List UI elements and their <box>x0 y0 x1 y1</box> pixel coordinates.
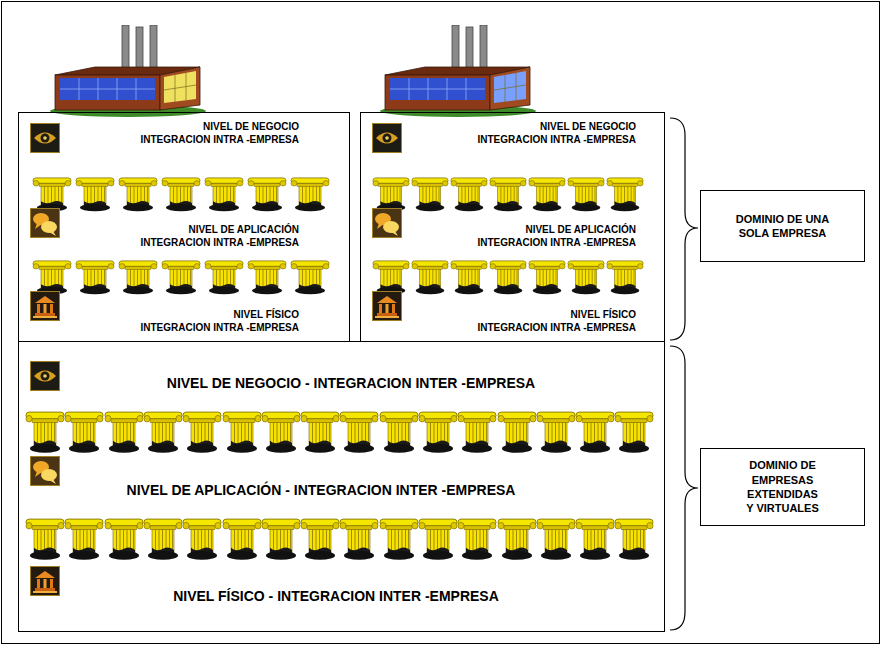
level-label: NIVEL DE NEGOCIO INTEGRACION INTRA -EMPR… <box>140 120 299 146</box>
column-symbol <box>458 412 496 453</box>
column-symbol <box>373 261 409 294</box>
column-symbol <box>373 178 409 211</box>
column-symbol <box>490 261 526 294</box>
physical-icon <box>31 292 60 321</box>
column-symbol <box>33 261 71 294</box>
domain-label: DOMINIO DE UNA SOLA EMPRESA <box>736 212 830 241</box>
column-row <box>33 178 329 211</box>
application-icon <box>31 209 60 238</box>
enterprise-panel: NIVEL DE NEGOCIO INTEGRACION INTRA -EMPR… <box>360 112 665 342</box>
column-symbol <box>380 519 418 560</box>
column-symbol <box>576 519 614 560</box>
application-icon <box>31 457 60 486</box>
physical-icon <box>373 292 402 321</box>
brace <box>670 118 698 340</box>
column-symbol <box>291 261 329 294</box>
level-label: NIVEL DE NEGOCIO INTEGRACION INTRA -EMPR… <box>477 120 636 146</box>
domain-box: DOMINIO DE EMPRESAS EXTENDIDAS Y VIRTUAL… <box>700 448 865 526</box>
column-symbol <box>183 412 221 453</box>
column-symbol <box>458 519 496 560</box>
column-row <box>26 519 653 560</box>
column-symbol <box>65 412 103 453</box>
column-symbol <box>262 412 300 453</box>
column-symbol <box>301 412 339 453</box>
business-icon <box>31 124 60 153</box>
level-label: NIVEL FÍSICO INTEGRACION INTRA -EMPRESA <box>477 308 636 334</box>
column-symbol <box>419 519 457 560</box>
column-symbol <box>537 519 575 560</box>
column-symbol <box>412 261 448 294</box>
column-symbol <box>65 519 103 560</box>
column-row <box>373 261 643 294</box>
enterprise-panel: NIVEL DE NEGOCIO INTEGRACION INTRA -EMPR… <box>18 112 350 342</box>
column-symbol <box>33 178 71 211</box>
column-symbol <box>248 261 286 294</box>
level-label: NIVEL DE APLICACIÓN INTEGRACION INTRA -E… <box>477 223 636 249</box>
column-row <box>26 412 653 453</box>
level-label: NIVEL DE NEGOCIO - INTEGRACION INTER -EM… <box>167 374 535 392</box>
column-symbol <box>183 519 221 560</box>
column-symbol <box>529 261 565 294</box>
factory-icon <box>50 25 206 117</box>
domain-label: DOMINIO DE EMPRESAS EXTENDIDAS Y VIRTUAL… <box>746 458 819 515</box>
column-symbol <box>412 178 448 211</box>
column-symbol <box>262 519 300 560</box>
column-symbol <box>607 178 643 211</box>
column-symbol <box>451 178 487 211</box>
level-label: NIVEL DE APLICACIÓN - INTEGRACION INTER … <box>127 481 516 499</box>
factory-icon <box>380 25 536 117</box>
column-symbol <box>380 412 418 453</box>
column-symbol <box>119 178 157 211</box>
inter-enterprise-panel: NIVEL DE NEGOCIO - INTEGRACION INTER -EM… <box>18 341 665 632</box>
column-symbol <box>615 519 653 560</box>
column-row <box>373 178 643 211</box>
business-icon <box>373 124 402 153</box>
column-symbol <box>615 412 653 453</box>
column-symbol <box>537 412 575 453</box>
domain-box: DOMINIO DE UNA SOLA EMPRESA <box>700 190 865 262</box>
column-row <box>33 261 329 294</box>
column-symbol <box>76 178 114 211</box>
business-icon <box>31 362 60 391</box>
column-symbol <box>162 178 200 211</box>
column-symbol <box>490 178 526 211</box>
column-symbol <box>568 178 604 211</box>
level-label: NIVEL DE APLICACIÓN INTEGRACION INTRA -E… <box>140 223 299 249</box>
level-label: NIVEL FÍSICO - INTEGRACION INTER -EMPRES… <box>173 587 499 605</box>
column-symbol <box>223 412 261 453</box>
level-label: NIVEL FÍSICO INTEGRACION INTRA -EMPRESA <box>140 308 299 334</box>
physical-icon <box>31 567 60 596</box>
column-symbol <box>162 261 200 294</box>
column-symbol <box>576 412 614 453</box>
column-symbol <box>26 412 64 453</box>
column-symbol <box>105 412 143 453</box>
column-symbol <box>291 178 329 211</box>
column-symbol <box>419 412 457 453</box>
brace <box>670 346 698 630</box>
column-symbol <box>568 261 604 294</box>
column-symbol <box>301 519 339 560</box>
column-symbol <box>76 261 114 294</box>
column-symbol <box>144 412 182 453</box>
column-symbol <box>340 519 378 560</box>
column-symbol <box>607 261 643 294</box>
column-symbol <box>205 261 243 294</box>
column-symbol <box>340 412 378 453</box>
column-symbol <box>498 412 536 453</box>
column-symbol <box>119 261 157 294</box>
column-symbol <box>205 178 243 211</box>
column-symbol <box>26 519 64 560</box>
column-symbol <box>529 178 565 211</box>
column-symbol <box>144 519 182 560</box>
column-symbol <box>105 519 143 560</box>
column-symbol <box>223 519 261 560</box>
column-symbol <box>451 261 487 294</box>
column-symbol <box>498 519 536 560</box>
column-symbol <box>248 178 286 211</box>
application-icon <box>373 209 402 238</box>
